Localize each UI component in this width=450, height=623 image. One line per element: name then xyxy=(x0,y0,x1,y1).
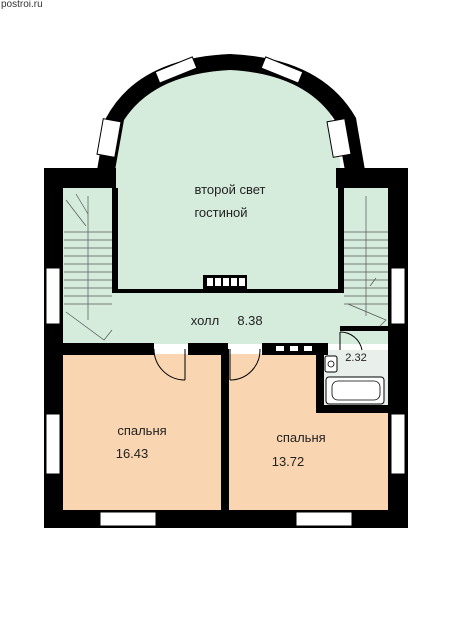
watermark: postroi.ru xyxy=(1,0,43,10)
hall-name: холл xyxy=(191,313,219,328)
bottom-windows xyxy=(99,511,353,527)
door-bedroom-right[interactable] xyxy=(229,348,261,381)
bedroom-left-floor xyxy=(63,354,221,510)
wall-vents xyxy=(276,346,312,351)
railing-balusters xyxy=(203,275,247,289)
washbasin xyxy=(324,355,338,373)
bathroom-area: 2.32 xyxy=(345,352,366,364)
hall-floor xyxy=(54,188,390,344)
door-bathroom[interactable] xyxy=(339,331,363,351)
bay-windows xyxy=(96,56,352,158)
bathtub xyxy=(325,376,385,405)
living-void-label-line1: второй свет xyxy=(194,182,265,197)
bedroom-right-area: 13.72 xyxy=(272,454,305,469)
stair-left xyxy=(64,193,113,341)
bay-wall xyxy=(96,54,366,176)
bedroom-left-name: спальня xyxy=(117,423,166,438)
bedroom-right-name: спальня xyxy=(276,430,325,445)
side-windows xyxy=(45,267,406,475)
door-bedroom-left[interactable] xyxy=(153,348,186,381)
living-void-label-line2: гостиной xyxy=(194,205,247,220)
hall-area: 8.38 xyxy=(237,313,262,328)
bedroom-left-area: 16.43 xyxy=(116,446,149,461)
